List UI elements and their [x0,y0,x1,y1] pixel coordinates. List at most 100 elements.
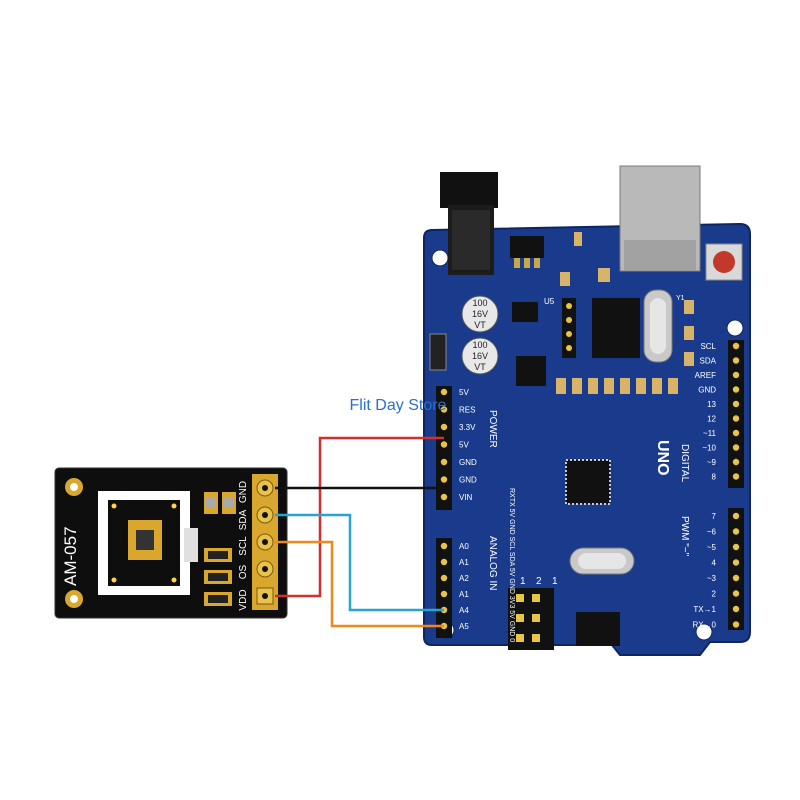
pin-label: A2 [459,574,469,583]
pin-label: ~6 [707,528,717,537]
digital-title: DIGITAL [679,444,690,483]
mount-hole [726,319,744,337]
header-pin [440,493,448,501]
pin-label: GND [459,458,477,467]
icsp-small-header [562,298,576,358]
header-pin [732,543,740,551]
header-pin [732,371,740,379]
icsp-number: 1 [520,576,526,587]
pin-label: ~5 [707,543,717,552]
svg-text:100: 100 [472,298,487,308]
wire-a5-scl [275,540,444,628]
diode [429,333,447,371]
pin-label: AREF [695,371,716,380]
digital-header-upper [728,340,744,488]
icsp-header [508,588,554,650]
header-pin [732,342,740,350]
svg-text:16V: 16V [472,309,488,319]
header-pin [732,528,740,535]
module-smd-parts [184,492,236,606]
pin-label: ~11 [703,429,717,438]
pin-label: 5V [459,388,469,397]
silkscreen-header-text: RXTX 5V GND SCL SDA 5V GND 3V3 5V GND 0 [508,488,515,642]
wire-3v3-vdd [275,436,444,598]
mount-hole [695,623,713,641]
power-header-title: POWER [487,410,498,448]
header-pin [440,458,448,466]
sot-ic [512,302,538,322]
wires [275,436,444,628]
atmega-mcu [565,459,611,505]
header-pin [440,441,448,448]
module-pin-label: GND [238,481,249,503]
pin-label: 4 [712,559,717,568]
sensor-window [98,491,190,595]
pin-label: 13 [707,400,716,409]
header-pin [440,574,448,582]
header-pin [440,406,448,413]
pin-label: 2 [712,590,717,599]
header-pin [440,476,448,483]
pin-label: A5 [459,622,469,631]
header-pin [440,590,448,598]
header-pin [732,429,740,437]
pin-label: RX←0 [692,621,716,630]
voltage-regulator [510,236,544,268]
pin-label: A4 [459,606,469,615]
header-pin [440,423,448,431]
usb-interface-chip [592,298,640,358]
module-pin-label: VDD [238,589,249,610]
pin-label: A1 [459,558,469,567]
wire-a4-sda [275,513,444,612]
svg-text:100: 100 [472,340,487,350]
dc-power-jack [440,172,498,275]
board-name: UNO [654,440,671,476]
pin-label: 5V [459,441,469,450]
module-model-label: AM-057 [61,526,80,586]
power-header [436,386,452,510]
watermark-text: Flit Day Store [350,397,447,414]
reset-button [705,243,743,281]
pin-label: VIN [459,493,473,502]
icsp-number: 1 [552,576,558,587]
header-pin [732,458,740,466]
header-pin [732,400,740,408]
mount-hole [431,249,449,267]
header-pin [732,357,740,364]
header-pin [440,388,448,396]
pin-label: 7 [712,512,717,521]
header-pin [732,512,740,520]
electrolytic-capacitor: 100 16V VT [461,337,499,375]
icsp-number: 2 [536,576,542,587]
pin-label: A0 [459,542,469,551]
u5-label: U5 [544,297,555,306]
pin-label: GND [698,386,716,395]
pin-label: 12 [707,415,716,424]
sot-ic [516,356,546,386]
header-pin [732,415,740,422]
pin-label: ~9 [707,458,717,467]
header-pin [732,444,740,451]
smd-components [556,232,694,394]
electrolytic-capacitor: 100 16V VT [461,295,499,333]
svg-text:16V: 16V [472,351,488,361]
pin-label: 3.3V [459,423,476,432]
pin-label: 8 [712,473,717,482]
module-pin-header [252,474,278,610]
header-pin [440,558,448,566]
module-pin-label: OS [238,564,249,579]
header-pin [732,473,740,480]
header-pin [732,386,740,393]
svg-text:VT: VT [474,320,486,330]
header-pin [732,621,740,628]
pin-label: RES [459,406,475,415]
pin-label: SCL [700,342,716,351]
analog-header-title: ANALOG IN [487,536,498,590]
pin-label: SDA [700,357,717,366]
pin-label: A1 [459,590,469,599]
